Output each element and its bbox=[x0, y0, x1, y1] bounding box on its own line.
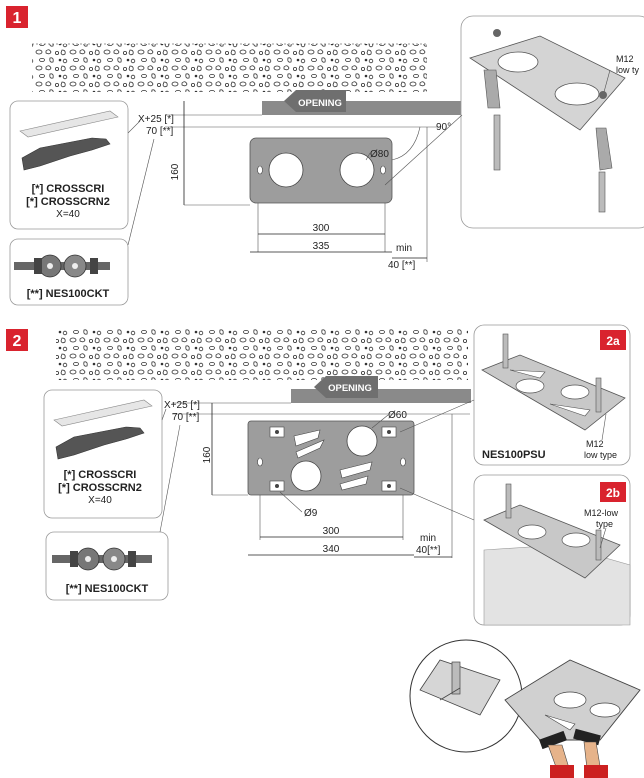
plate-hole-bottom-2 bbox=[290, 460, 322, 492]
rack-label-2-a: [*] CROSSCRI bbox=[64, 469, 137, 481]
plate-hole-right-1 bbox=[339, 152, 375, 188]
ground-section-1 bbox=[32, 44, 427, 92]
rack-label-1-b: [*] CROSSCRN2 bbox=[26, 196, 110, 208]
dim-slot-2: Ø9 bbox=[304, 508, 318, 519]
dim-x-2: X+25 [*] bbox=[164, 400, 200, 411]
detail-2b-bolt-b: type bbox=[596, 519, 613, 529]
bolt-label-1-a: M12 bbox=[616, 54, 634, 64]
detail-2a-tag: 2a bbox=[606, 334, 620, 348]
bolt-label-1-b: low ty bbox=[616, 65, 640, 75]
rack-label-2-b: [*] CROSSCRN2 bbox=[58, 482, 142, 494]
gate-rail-2 bbox=[291, 389, 471, 403]
detail-2a-bolt-b: low type bbox=[584, 450, 617, 460]
step-2-number: 2 bbox=[13, 333, 22, 350]
dim-160-1: 160 bbox=[170, 163, 181, 180]
chain-label-1: [**] NES100CKT bbox=[27, 288, 110, 300]
dim-70-1: 70 [**] bbox=[146, 126, 173, 137]
dim-hole-1: Ø80 bbox=[370, 149, 389, 160]
dim-300-1: 300 bbox=[313, 223, 330, 234]
detail-2a-name: NES100PSU bbox=[482, 449, 546, 461]
dim-340-2: 340 bbox=[323, 544, 340, 555]
detail-2a-bolt-a: M12 bbox=[586, 439, 604, 449]
plate-hole-left-1 bbox=[268, 152, 304, 188]
step-1-number: 1 bbox=[13, 10, 22, 27]
dim-40-1: 40 [**] bbox=[388, 260, 415, 271]
dim-160-2: 160 bbox=[202, 446, 213, 463]
opening-arrow-1 bbox=[284, 90, 346, 112]
detail-2b-badge bbox=[600, 482, 626, 502]
dim-70-2: 70 [**] bbox=[172, 412, 199, 423]
detail-2b-tag: 2b bbox=[606, 486, 620, 500]
detail-2a-badge bbox=[600, 330, 626, 350]
plate-hole-top-2 bbox=[346, 425, 378, 457]
opening-label-2: OPENING bbox=[328, 383, 372, 394]
dim-min-2: min bbox=[420, 533, 436, 544]
opening-label-1: OPENING bbox=[298, 98, 342, 109]
detail-2b-bolt-a: M12-low bbox=[584, 508, 619, 518]
dim-x-1: X+25 [*] bbox=[138, 114, 174, 125]
ground-section-2 bbox=[56, 328, 468, 380]
step-2-badge bbox=[6, 329, 28, 351]
step-1-badge bbox=[6, 6, 28, 28]
dim-min-1: min bbox=[396, 243, 412, 254]
rack-x-1: X=40 bbox=[56, 209, 80, 220]
dim-300-2: 300 bbox=[323, 526, 340, 537]
angle-1: 90° bbox=[436, 122, 451, 133]
opening-arrow-2 bbox=[314, 376, 378, 398]
rack-x-2: X=40 bbox=[88, 495, 112, 506]
hammer-installation-illustration bbox=[409, 639, 641, 778]
dim-40-2: 40[**] bbox=[416, 545, 441, 556]
dim-335-1: 335 bbox=[313, 241, 330, 252]
chain-label-2: [**] NES100CKT bbox=[66, 583, 149, 595]
rack-label-1-a: [*] CROSSCRI bbox=[32, 183, 105, 195]
dim-hole-2: Ø60 bbox=[388, 410, 407, 421]
